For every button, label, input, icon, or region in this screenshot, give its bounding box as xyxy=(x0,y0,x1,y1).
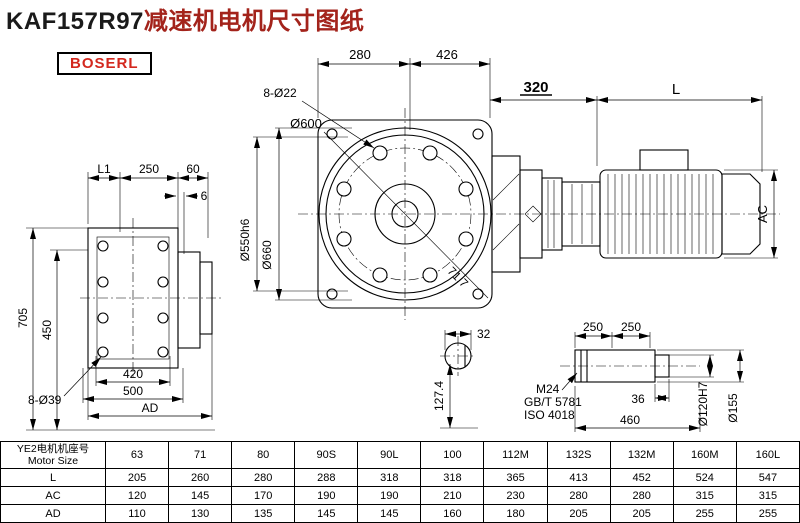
table-cell: 280 xyxy=(609,486,674,505)
dim-250: 250 xyxy=(139,162,159,176)
dim-32: 32 xyxy=(477,327,491,341)
table-cell: 145 xyxy=(168,486,233,505)
thread-m24: M24 xyxy=(536,382,560,396)
dim-705: 705 xyxy=(16,308,30,328)
table-cell: 255 xyxy=(672,504,737,523)
row-label: L xyxy=(0,468,106,487)
dim-127-4: 127.4 xyxy=(432,381,446,411)
col-header: 71 xyxy=(168,441,233,469)
table-cell: 135 xyxy=(231,504,296,523)
dia-155: Ø155 xyxy=(726,393,740,423)
dia-660: Ø660 xyxy=(260,240,274,270)
bolt-holes-8x22-label: 8-Ø22 xyxy=(263,86,297,100)
table-cell: 318 xyxy=(357,468,422,487)
table-cell: 524 xyxy=(672,468,737,487)
side-view: 320 L AC xyxy=(490,79,778,273)
dim-60: 60 xyxy=(186,162,200,176)
col-header: 132S xyxy=(546,441,611,469)
table-cell: 413 xyxy=(546,468,611,487)
corner-line-en: Motor Size xyxy=(27,455,79,467)
col-header: 63 xyxy=(104,441,170,469)
table-cell: 288 xyxy=(294,468,359,487)
col-header: 160L xyxy=(735,441,800,469)
table-cell: 180 xyxy=(483,504,548,523)
title-name: 减速机电机尺寸图纸 xyxy=(143,8,365,35)
col-header: 100 xyxy=(420,441,485,469)
dia-600: Ø600 xyxy=(290,116,322,131)
table-cell: 260 xyxy=(168,468,233,487)
table-cell: 280 xyxy=(546,486,611,505)
table-cell: 315 xyxy=(672,486,737,505)
table-cell: 547 xyxy=(735,468,800,487)
table-cell: 205 xyxy=(104,468,170,487)
table-cell: 145 xyxy=(357,504,422,523)
row-label: AD xyxy=(0,504,106,523)
dim-l1: L1 xyxy=(97,162,111,176)
table-cell: 452 xyxy=(609,468,674,487)
shaft-detail: 250 250 M24 GB/T 5781 ISO 4018 36 460 Ø1… xyxy=(524,320,744,432)
col-header: 160M xyxy=(672,441,737,469)
dim-ad: AD xyxy=(142,401,159,415)
col-header: 90L xyxy=(357,441,422,469)
col-header: 112M xyxy=(483,441,548,469)
dim-450: 450 xyxy=(40,320,54,340)
brand-logo: BOSERL xyxy=(57,52,152,75)
standard-iso: ISO 4018 xyxy=(524,408,575,422)
title-model: KAF157R97 xyxy=(6,8,144,35)
table-cell: 120 xyxy=(104,486,170,505)
table-cell: 190 xyxy=(357,486,422,505)
corner-line-cn: YE2电机机座号 xyxy=(16,443,90,455)
dim-6: 6 xyxy=(201,189,208,203)
dia-550: Ø550h6 xyxy=(238,218,252,261)
dim-250-right: 250 xyxy=(621,320,641,334)
dim-426: 426 xyxy=(436,47,458,62)
dim-420: 420 xyxy=(123,367,143,381)
shaft-cross-section: 32 127.4 xyxy=(432,327,491,429)
dim-460: 460 xyxy=(620,413,640,427)
table-cell: 160 xyxy=(420,504,485,523)
table-cell: 145 xyxy=(294,504,359,523)
table-cell: 190 xyxy=(294,486,359,505)
standard-gb: GB/T 5781 xyxy=(524,395,582,409)
left-view: 705 450 L1 250 60 6 420 500 AD 8-Ø39 xyxy=(16,162,222,431)
dim-36: 36 xyxy=(631,392,645,406)
table-corner-header: YE2电机机座号 Motor Size xyxy=(0,441,106,469)
col-header: 90S xyxy=(294,441,359,469)
table-cell: 280 xyxy=(231,468,296,487)
col-header: 80 xyxy=(231,441,296,469)
table-cell: 318 xyxy=(420,468,485,487)
table-cell: 170 xyxy=(231,486,296,505)
dim-ac: AC xyxy=(755,205,770,223)
col-header: 132M xyxy=(609,441,674,469)
dim-320: 320 xyxy=(523,79,548,96)
table-cell: 130 xyxy=(168,504,233,523)
table-cell: 205 xyxy=(609,504,674,523)
table-cell: 230 xyxy=(483,486,548,505)
table-cell: 315 xyxy=(735,486,800,505)
table-cell: 210 xyxy=(420,486,485,505)
table-cell: 110 xyxy=(104,504,170,523)
dim-l: L xyxy=(672,81,680,98)
dim-280: 280 xyxy=(349,47,371,62)
dim-250-left: 250 xyxy=(583,320,603,334)
bolt-holes-8x39-label: 8-Ø39 xyxy=(28,393,62,407)
dia-120: Ø120H7 xyxy=(696,381,710,426)
dim-71-7: 71.7 xyxy=(445,264,472,291)
table-cell: 205 xyxy=(546,504,611,523)
table-cell: 365 xyxy=(483,468,548,487)
table-cell: 255 xyxy=(735,504,800,523)
dim-500: 500 xyxy=(123,384,143,398)
row-label: AC xyxy=(0,486,106,505)
page-title: KAF157R97减速机电机尺寸图纸 xyxy=(6,1,364,36)
